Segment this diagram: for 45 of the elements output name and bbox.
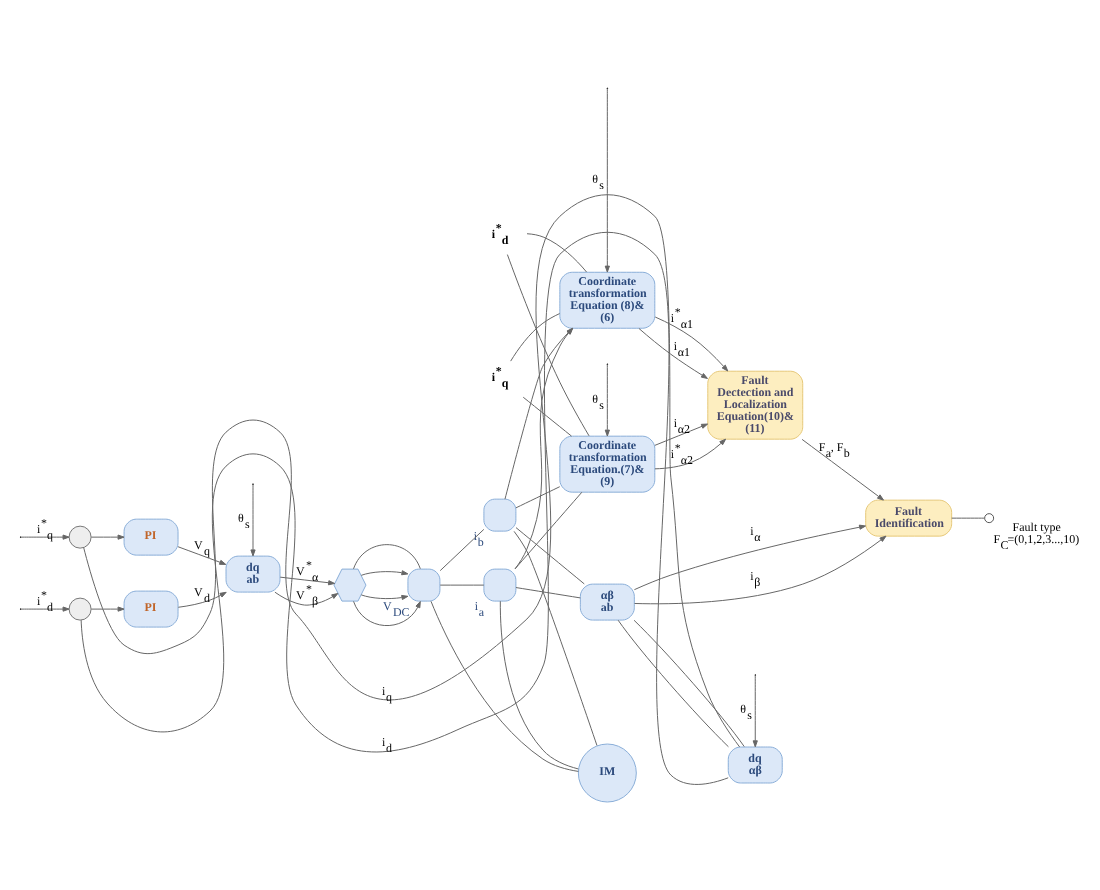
- connector: [515, 587, 581, 599]
- connector: [515, 527, 585, 585]
- connector: [430, 600, 579, 772]
- connector: [510, 313, 561, 362]
- arrow: [752, 675, 758, 748]
- arrow: [654, 316, 729, 372]
- arrow: [360, 594, 409, 601]
- connector: [526, 233, 588, 273]
- arrow: [20, 534, 70, 540]
- arrow: [801, 438, 884, 501]
- connector: [353, 544, 421, 570]
- arrow: [90, 534, 125, 540]
- arrow: [353, 600, 421, 626]
- connector: [617, 619, 729, 748]
- arrow: [274, 591, 339, 606]
- arrow: [604, 88, 610, 273]
- node-box: [483, 498, 517, 532]
- arrow: [279, 576, 336, 586]
- arrow: [177, 546, 227, 565]
- arrow: [654, 423, 709, 446]
- arrow: [360, 570, 409, 576]
- arrow: [633, 524, 867, 591]
- connector: [513, 530, 598, 746]
- connector: [439, 528, 485, 572]
- node-circle: [984, 513, 995, 524]
- arrow: [90, 606, 125, 612]
- connector: [633, 619, 745, 748]
- connector: [522, 396, 573, 437]
- arrow: [20, 606, 70, 612]
- arrow: [638, 328, 708, 379]
- connector: [514, 491, 583, 570]
- node-circle: [68, 597, 92, 621]
- node-box: [407, 568, 441, 602]
- node-circle: [68, 525, 92, 549]
- connector: [515, 486, 561, 509]
- connector: [439, 584, 485, 586]
- arrow: [634, 535, 887, 605]
- arrow: [604, 364, 610, 437]
- arrow: [250, 484, 256, 557]
- connector: [499, 600, 579, 770]
- connector: [951, 517, 985, 519]
- node-box: [483, 568, 517, 602]
- arrow: [654, 438, 727, 470]
- arrow: [177, 591, 227, 608]
- connector: [506, 254, 590, 437]
